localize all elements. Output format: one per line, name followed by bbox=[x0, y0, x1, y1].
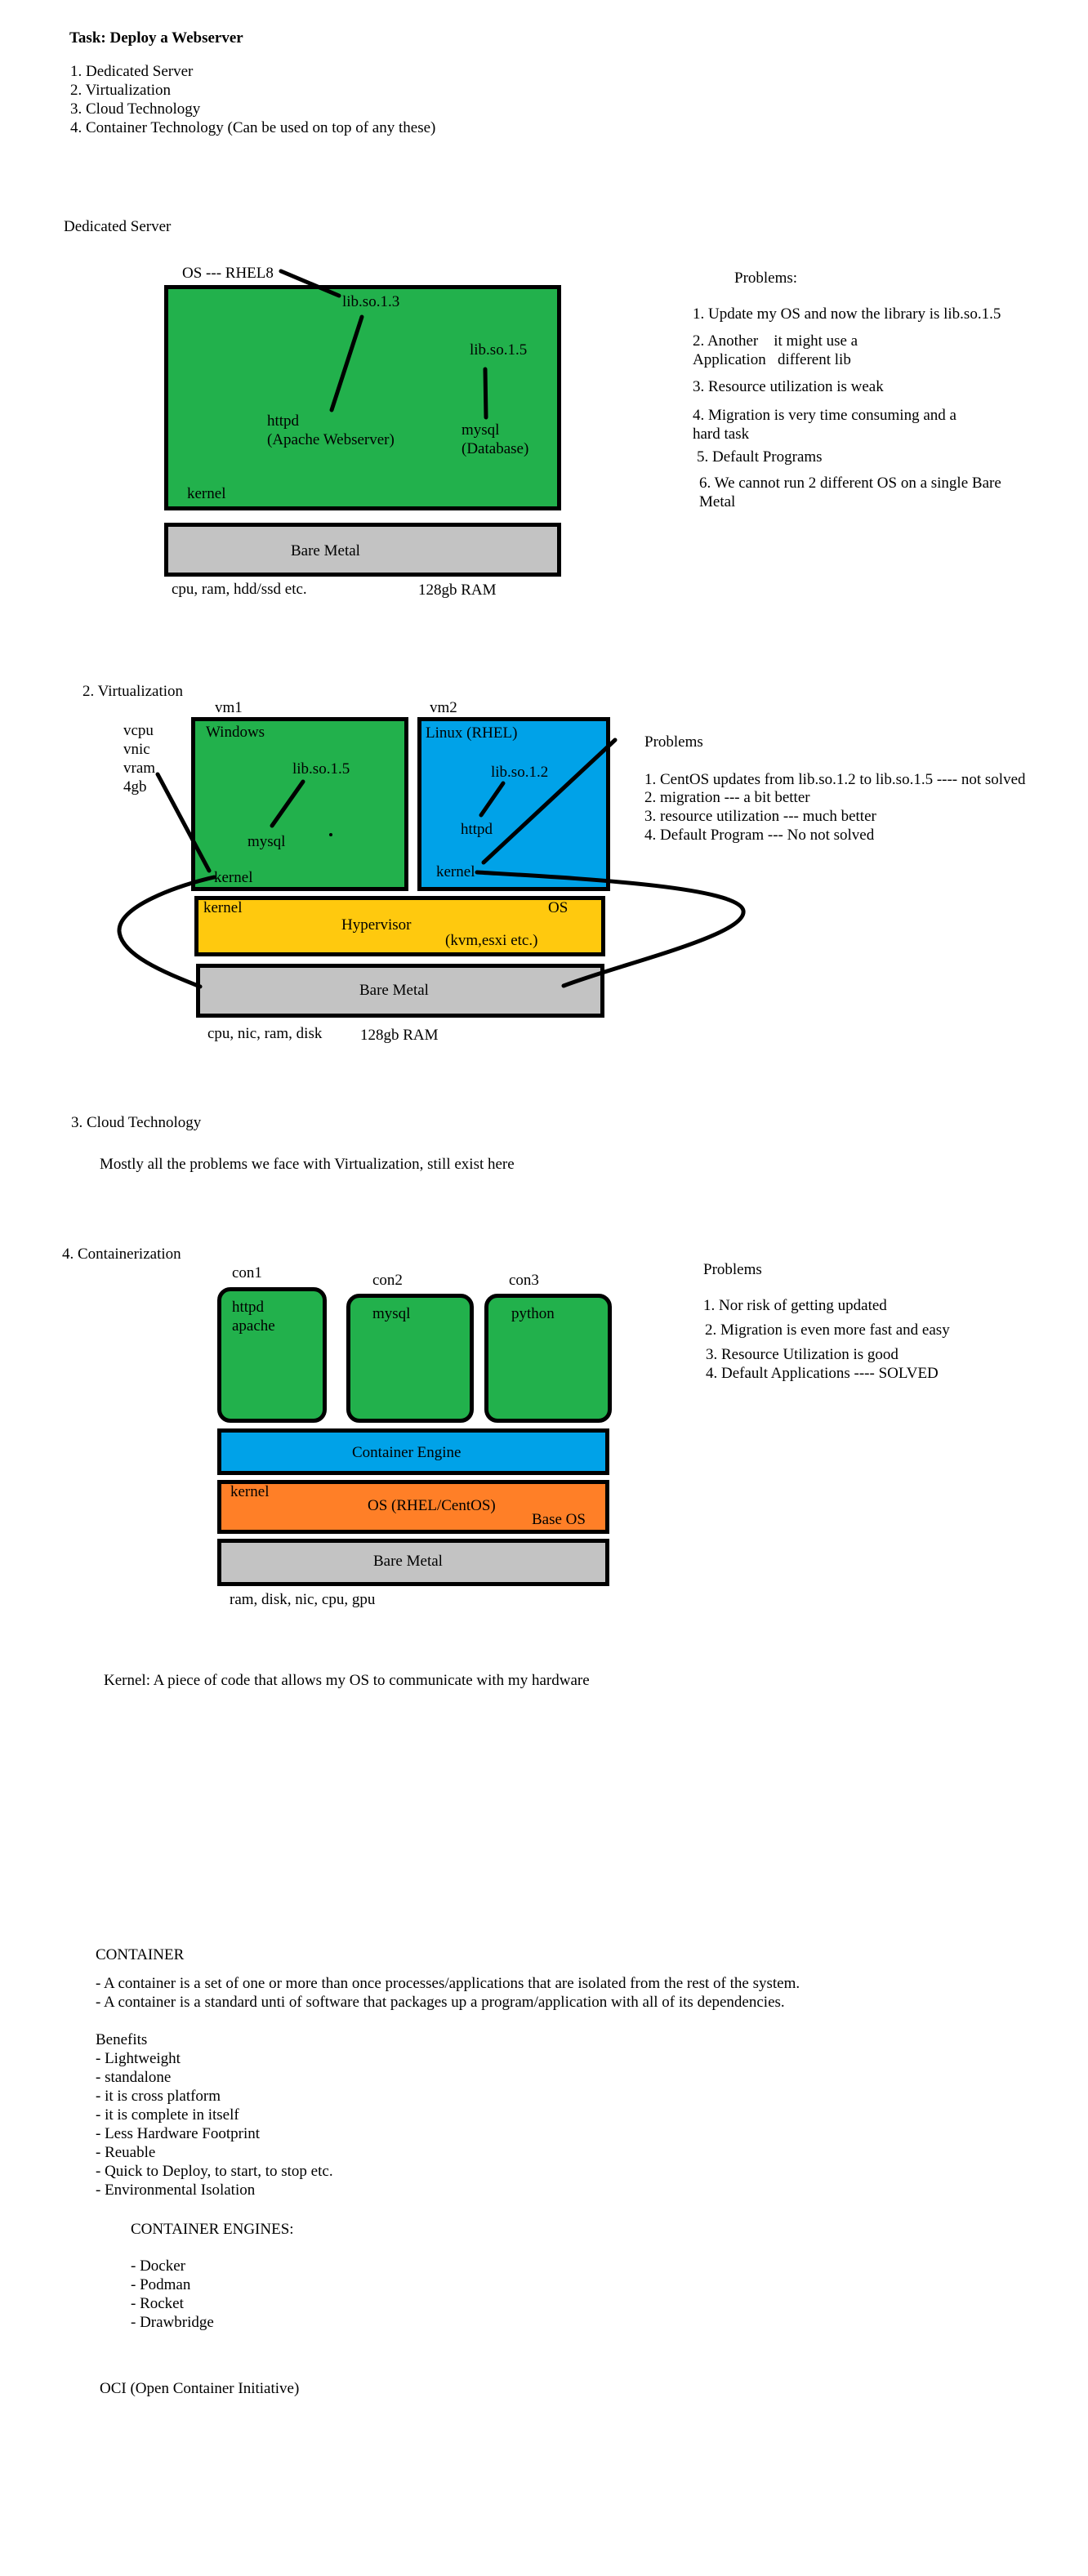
problem-item: 4. Default Program --- No not solved bbox=[644, 827, 875, 844]
benefit-item: - Reuable bbox=[96, 2144, 156, 2161]
container-box-con3 bbox=[484, 1294, 612, 1423]
kernel-label: kernel bbox=[187, 485, 226, 502]
container-engine-label: Container Engine bbox=[352, 1444, 462, 1461]
container-app-label: httpd apache bbox=[232, 1299, 275, 1335]
problem-item: 2. migration --- a bit better bbox=[644, 789, 810, 806]
container-box-con1 bbox=[217, 1287, 327, 1423]
problem-item: 3. resource utilization --- much better bbox=[644, 808, 876, 825]
cloud-note: Mostly all the problems we face with Vir… bbox=[100, 1156, 515, 1173]
base-os-box bbox=[217, 1480, 609, 1534]
problem-item: 3. Resource Utilization is good bbox=[706, 1346, 898, 1363]
benefit-item: - Less Hardware Footprint bbox=[96, 2125, 261, 2142]
task-list-item: 4. Container Technology (Can be used on … bbox=[70, 119, 436, 136]
benefit-item: - it is cross platform bbox=[96, 2088, 221, 2105]
container-engine-box bbox=[217, 1428, 609, 1475]
container-label: con1 bbox=[232, 1264, 262, 1281]
dedicated-heading: Dedicated Server bbox=[64, 218, 172, 235]
benefit-item: - Environmental Isolation bbox=[96, 2182, 256, 2199]
vm2-os-label: Linux (RHEL) bbox=[426, 724, 518, 742]
bare-metal-label: Bare Metal bbox=[373, 1553, 443, 1570]
bare-metal-label: Bare Metal bbox=[291, 542, 360, 559]
problems-title: Problems bbox=[703, 1261, 762, 1278]
containerization-heading: 4. Containerization bbox=[62, 1246, 181, 1263]
problem-item: 1. Nor risk of getting updated bbox=[703, 1297, 887, 1314]
problem-item: 5. Default Programs bbox=[697, 448, 823, 466]
container-point: - A container is a set of one or more th… bbox=[96, 1975, 800, 1992]
virtualization-heading: 2. Virtualization bbox=[82, 683, 184, 700]
engine-item: - Drawbridge bbox=[131, 2314, 214, 2331]
vm1-label: vm1 bbox=[215, 699, 243, 716]
vm1-os-label: Windows bbox=[206, 724, 265, 741]
task-list-item: 2. Virtualization bbox=[70, 82, 172, 99]
problem-item: 2. Another it might use a Application di… bbox=[693, 332, 858, 368]
hypervisor-examples: (kvm,esxi etc.) bbox=[445, 932, 538, 949]
container-box-con2 bbox=[346, 1294, 474, 1423]
lib-label: lib.so.1.5 bbox=[292, 760, 350, 778]
hypervisor-kernel-label: kernel bbox=[203, 899, 243, 916]
kernel-definition: Kernel: A piece of code that allows my O… bbox=[104, 1672, 590, 1689]
hypervisor-label: Hypervisor bbox=[341, 916, 412, 934]
ram-label: 128gb RAM bbox=[360, 1027, 439, 1044]
task-list-item: 1. Dedicated Server bbox=[70, 63, 194, 80]
container-title: CONTAINER bbox=[96, 1946, 185, 1963]
task-list-item: 3. Cloud Technology bbox=[70, 100, 201, 118]
bare-metal-box bbox=[164, 523, 561, 577]
problem-item: 2. Migration is even more fast and easy bbox=[705, 1321, 950, 1339]
os-kernel-label: kernel bbox=[230, 1483, 270, 1500]
vm1-box bbox=[191, 717, 408, 891]
lib-label: lib.so.1.5 bbox=[470, 341, 528, 359]
problem-item: 6. We cannot run 2 different OS on a sin… bbox=[699, 475, 1001, 510]
engine-item: - Docker bbox=[131, 2257, 185, 2275]
container-app-label: mysql bbox=[372, 1305, 411, 1322]
os-label: OS --- RHEL8 bbox=[182, 265, 274, 282]
engine-item: - Podman bbox=[131, 2276, 191, 2293]
vm1-kernel-label: kernel bbox=[214, 869, 253, 886]
benefit-item: - it is complete in itself bbox=[96, 2106, 239, 2124]
container-point: - A container is a standard unti of soft… bbox=[96, 1994, 785, 2011]
mysql-app-label: mysql (Database) bbox=[462, 421, 529, 457]
container-label: con2 bbox=[372, 1272, 403, 1289]
bare-metal-label: Bare Metal bbox=[359, 982, 429, 999]
benefit-item: - standalone bbox=[96, 2069, 172, 2086]
vm1-app-label: mysql bbox=[247, 833, 286, 850]
hardware-label: cpu, nic, ram, disk bbox=[207, 1025, 323, 1042]
lib-label: lib.so.1.3 bbox=[342, 293, 400, 310]
container-label: con3 bbox=[509, 1272, 539, 1289]
vm2-kernel-label: kernel bbox=[436, 863, 475, 880]
hardware-label: cpu, ram, hdd/ssd etc. bbox=[172, 581, 307, 598]
oci-label: OCI (Open Container Initiative) bbox=[100, 2380, 300, 2397]
cloud-heading: 3. Cloud Technology bbox=[71, 1114, 202, 1131]
container-engines-title: CONTAINER ENGINES: bbox=[131, 2221, 294, 2238]
problem-item: 1. Update my OS and now the library is l… bbox=[693, 305, 1001, 323]
benefits-title: Benefits bbox=[96, 2031, 148, 2048]
problems-title: Problems: bbox=[734, 270, 798, 287]
vm2-app-label: httpd bbox=[461, 821, 493, 838]
problems-title: Problems bbox=[644, 733, 703, 751]
problem-item: 4. Migration is very time consuming and … bbox=[693, 407, 956, 443]
bare-metal-box bbox=[217, 1539, 609, 1586]
engine-item: - Rocket bbox=[131, 2295, 184, 2312]
base-os-label: Base OS bbox=[532, 1511, 586, 1528]
os-box-green bbox=[164, 285, 561, 510]
page-title: Task: Deploy a Webserver bbox=[69, 29, 243, 47]
vm2-label: vm2 bbox=[430, 699, 457, 716]
httpd-app-label: httpd (Apache Webserver) bbox=[267, 412, 395, 448]
benefit-item: - Lightweight bbox=[96, 2050, 181, 2067]
problem-item: 1. CentOS updates from lib.so.1.2 to lib… bbox=[644, 771, 1026, 788]
virtual-resources-label: vcpu vnic vram 4gb bbox=[123, 722, 156, 796]
container-app-label: python bbox=[511, 1305, 555, 1322]
lib-label: lib.so.1.2 bbox=[491, 764, 549, 781]
ram-label: 128gb RAM bbox=[418, 582, 497, 599]
problem-item: 3. Resource utilization is weak bbox=[693, 378, 884, 395]
hardware-label: ram, disk, nic, cpu, gpu bbox=[230, 1591, 376, 1608]
problem-item: 4. Default Applications ---- SOLVED bbox=[706, 1365, 939, 1382]
os-label: OS (RHEL/CentOS) bbox=[368, 1497, 496, 1514]
hypervisor-os-label: OS bbox=[548, 899, 569, 916]
benefit-item: - Quick to Deploy, to start, to stop etc… bbox=[96, 2163, 333, 2180]
